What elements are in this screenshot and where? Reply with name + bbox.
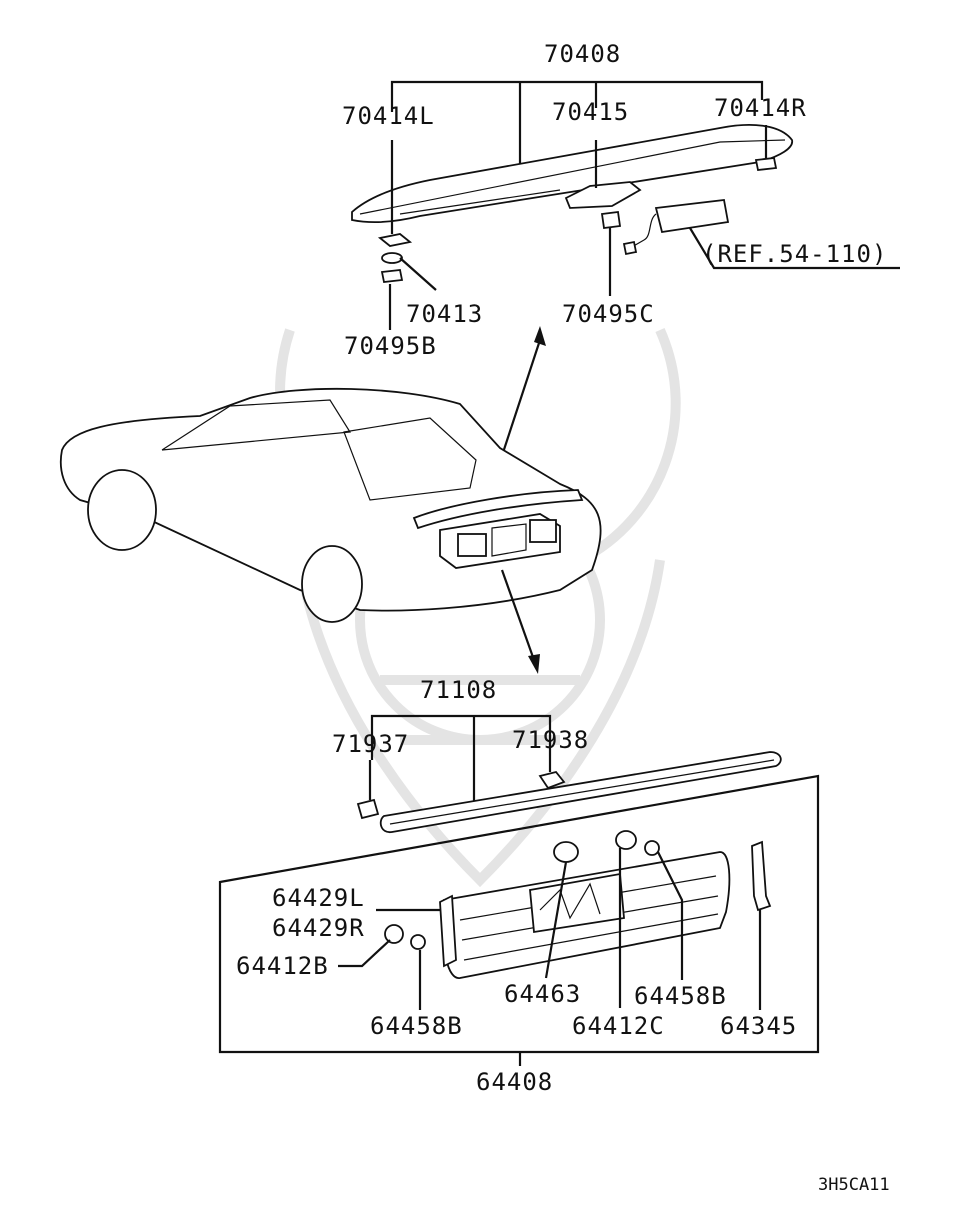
label-70408: 70408 (544, 40, 621, 68)
label-71937: 71937 (332, 730, 409, 758)
part-labels: 70408 70414L 70415 70414R (REF.54-110) 7… (236, 40, 890, 1195)
label-71938: 71938 (512, 726, 589, 754)
label-ref-54-110: (REF.54-110) (702, 240, 887, 268)
label-64429R: 64429R (272, 914, 365, 942)
label-64412C: 64412C (572, 1012, 665, 1040)
garnish-assembly (218, 714, 820, 1066)
label-70495B: 70495B (344, 332, 437, 360)
label-64412B: 64412B (236, 952, 329, 980)
car-illustration (59, 387, 602, 674)
diagram-code: 3H5CA11 (818, 1175, 890, 1195)
label-70415: 70415 (552, 98, 629, 126)
label-70414R: 70414R (714, 94, 807, 122)
label-64408: 64408 (476, 1068, 553, 1096)
label-64345: 64345 (720, 1012, 797, 1040)
label-64458B-left: 64458B (370, 1012, 463, 1040)
spoiler-assembly (351, 80, 900, 481)
label-71108: 71108 (420, 676, 497, 704)
label-64429L: 64429L (272, 884, 365, 912)
label-64463: 64463 (504, 980, 581, 1008)
label-70495C: 70495C (562, 300, 655, 328)
label-70413: 70413 (406, 300, 483, 328)
label-64458B-right: 64458B (634, 982, 727, 1010)
label-70414L: 70414L (342, 102, 435, 130)
